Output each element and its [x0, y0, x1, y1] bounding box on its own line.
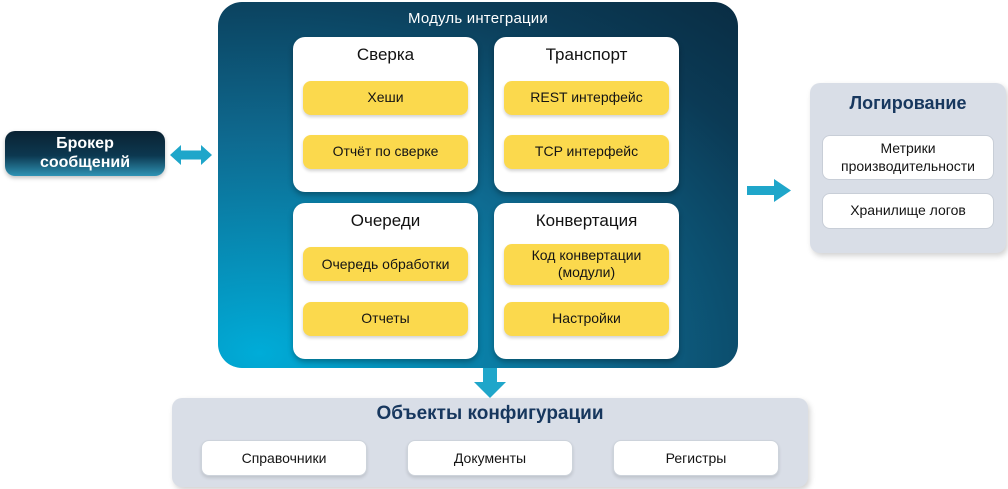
- integration-module-title: Модуль интеграции: [408, 10, 548, 27]
- card-documents: Документы: [407, 440, 573, 476]
- message-broker-label: Брокер сообщений: [39, 135, 131, 171]
- config-objects-title: Объекты конфигурации: [376, 403, 604, 424]
- chip-slot: Хеши: [303, 71, 468, 125]
- card-title: Очереди: [350, 211, 421, 230]
- card-performance-metrics: Метрики производительности: [822, 135, 994, 180]
- chip-slot: Очередь обработки: [303, 237, 468, 292]
- card-log-storage: Хранилище логов: [822, 193, 994, 229]
- integration-module-panel: Модуль интеграции Сверка Хеши Отчёт по с…: [218, 2, 738, 368]
- card-title: Конвертация: [535, 211, 638, 230]
- card-title: Транспорт: [545, 45, 628, 64]
- config-objects-row: Справочники Документы Регистры: [201, 440, 779, 476]
- right-arrow-icon: [747, 179, 791, 202]
- chip-slot: Отчеты: [303, 292, 468, 347]
- chip-slot: Отчёт по сверке: [303, 125, 468, 179]
- card-catalogs: Справочники: [201, 440, 367, 476]
- card-reconciliation: Сверка Хеши Отчёт по сверке: [293, 37, 478, 192]
- chip-settings: Настройки: [504, 301, 669, 336]
- double-horizontal-arrow-icon: [170, 145, 212, 165]
- chip-slot: REST интерфейс: [504, 71, 669, 125]
- down-arrow-icon: [474, 368, 506, 398]
- chip-tcp-interface: TCP интерфейс: [504, 135, 669, 169]
- message-broker-node: Брокер сообщений: [5, 131, 165, 176]
- chip-rest-interface: REST интерфейс: [504, 81, 669, 115]
- logging-title: Логирование: [849, 93, 967, 113]
- card-title: Сверка: [356, 45, 415, 64]
- card-registers: Регистры: [613, 440, 779, 476]
- chip-reconciliation-report: Отчёт по сверке: [303, 135, 468, 169]
- chip-slot: Настройки: [504, 292, 669, 347]
- chip-conversion-code: Код конвертации (модули): [504, 243, 669, 285]
- chip-reports: Отчеты: [303, 301, 468, 336]
- config-objects-panel: Объекты конфигурации Справочники Докумен…: [172, 398, 808, 487]
- logging-panel: Логирование Метрики производительности Х…: [810, 83, 1006, 253]
- card-transport: Транспорт REST интерфейс TCP интерфейс: [494, 37, 679, 192]
- chip-slot: TCP интерфейс: [504, 125, 669, 179]
- card-conversion: Конвертация Код конвертации (модули) Нас…: [494, 203, 679, 359]
- chip-hashes: Хеши: [303, 81, 468, 115]
- chip-slot: Код конвертации (модули): [504, 237, 669, 292]
- chip-processing-queue: Очередь обработки: [303, 247, 468, 282]
- card-queues: Очереди Очередь обработки Отчеты: [293, 203, 478, 359]
